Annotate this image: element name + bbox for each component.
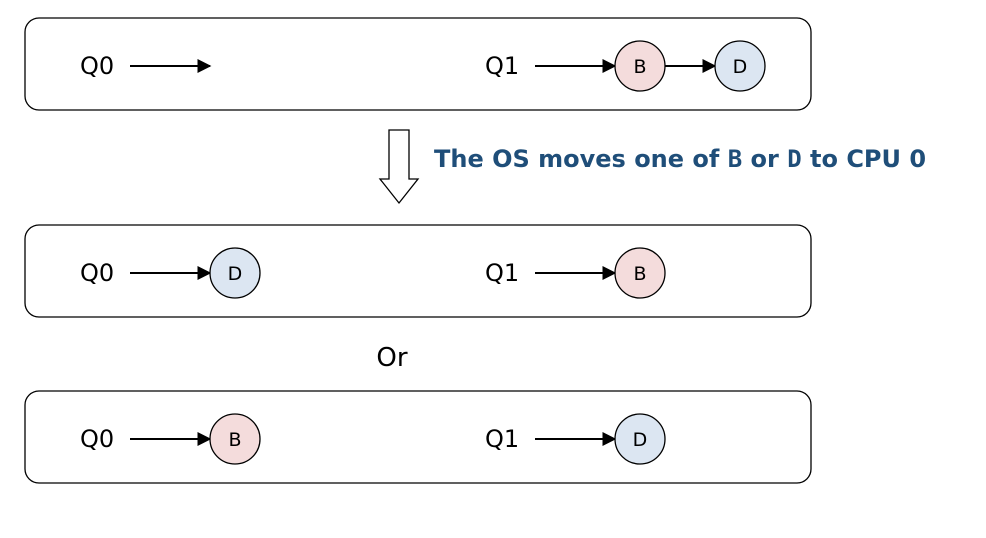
job-node-d bbox=[714, 40, 766, 92]
caption-job-b: B bbox=[728, 145, 742, 173]
panel-initial-q0: Q0 bbox=[80, 52, 212, 80]
caption: The OS moves one of B or D to CPU 0 bbox=[434, 145, 926, 173]
job-label: D bbox=[633, 429, 648, 451]
panel-option-b: Q0 B Q1 D bbox=[24, 390, 812, 484]
panel-initial: Q0 Q1 B D bbox=[24, 17, 812, 111]
caption-part2: or bbox=[742, 145, 787, 173]
job-node-b bbox=[209, 413, 261, 465]
panel-initial-frame bbox=[24, 17, 812, 111]
panel-option-b-frame bbox=[24, 390, 812, 484]
panel-option-a-frame bbox=[24, 224, 812, 318]
caption-part3: to CPU 0 bbox=[802, 145, 926, 173]
queue-label: Q1 bbox=[485, 52, 519, 80]
down-arrow-icon bbox=[378, 129, 420, 205]
job-label: D bbox=[228, 263, 243, 285]
panel-option-a-q1: Q1 B bbox=[485, 247, 666, 299]
caption-job-d: D bbox=[787, 145, 801, 173]
job-label: B bbox=[633, 263, 646, 285]
panel-initial-q1: Q1 B D bbox=[485, 40, 766, 92]
job-node-d bbox=[614, 413, 666, 465]
job-label: B bbox=[633, 56, 646, 78]
job-node-b bbox=[614, 247, 666, 299]
queue-label: Q1 bbox=[485, 259, 519, 287]
queue-label: Q0 bbox=[80, 52, 114, 80]
job-label: D bbox=[733, 56, 748, 78]
job-label: B bbox=[228, 429, 241, 451]
job-node-d bbox=[209, 247, 261, 299]
panel-option-a-q0: Q0 D bbox=[80, 247, 261, 299]
panel-option-a: Q0 D Q1 B bbox=[24, 224, 812, 318]
or-label: Or bbox=[376, 343, 407, 373]
queue-label: Q0 bbox=[80, 259, 114, 287]
queue-label: Q1 bbox=[485, 425, 519, 453]
panel-option-b-q0: Q0 B bbox=[80, 413, 261, 465]
queue-label: Q0 bbox=[80, 425, 114, 453]
caption-part1: The OS moves one of bbox=[434, 145, 728, 173]
panel-option-b-q1: Q1 D bbox=[485, 413, 666, 465]
